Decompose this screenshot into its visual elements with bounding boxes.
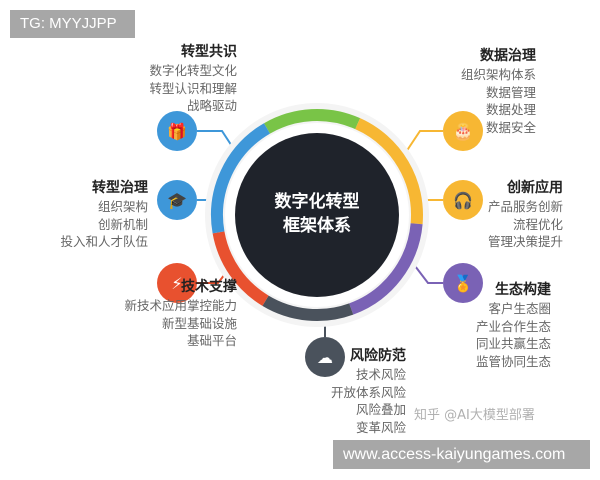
graduate-icon-glyph: 🎓 <box>167 191 187 210</box>
gift-icon-glyph: 🎁 <box>167 122 187 141</box>
section-title: 风险防范 <box>350 348 406 364</box>
section-item: 产品服务创新 <box>487 199 563 214</box>
section-consensus: 转型共识 数字化转型文化 转型认识和理解 战略驱动 <box>149 42 237 115</box>
section-title: 生态构建 <box>495 282 551 298</box>
section-item: 新技术应用掌控能力 <box>124 298 237 313</box>
ring-segment-red <box>212 231 269 306</box>
center-circle <box>235 133 399 297</box>
section-data-governance: 数据治理 组织架构体系 数据管理 数据处理 数据安全 <box>461 46 536 136</box>
section-item: 流程优化 <box>512 216 563 232</box>
section-item: 监管协同生态 <box>475 353 551 369</box>
section-title: 数据治理 <box>480 48 536 64</box>
section-item: 组织架构 <box>97 199 148 214</box>
medal-icon <box>443 263 483 303</box>
center-title-line: 数字化转型 <box>274 192 360 212</box>
section-title: 技术支撑 <box>181 279 237 295</box>
online-icon <box>305 337 345 377</box>
section-item: 变革风险 <box>355 419 406 435</box>
cake-icon-glyph: 🎂 <box>453 122 473 141</box>
center-title-line: 框架体系 <box>283 216 351 236</box>
section-item: 新型基础设施 <box>161 315 237 331</box>
section-item: 数据处理 <box>485 102 536 117</box>
ring-segment-purple <box>349 223 423 315</box>
section-item: 组织架构体系 <box>460 67 536 82</box>
section-item: 同业共赢生态 <box>475 336 551 351</box>
section-risk: 风险防范 技术风险 开放体系风险 风险叠加 变革风险 <box>331 346 406 436</box>
section-item: 产业合作生态 <box>475 318 551 334</box>
section-tech-support: 技术支撑 新技术应用掌控能力 新型基础设施 基础平台 <box>124 277 237 350</box>
section-title: 创新应用 <box>507 180 563 196</box>
section-item: 投入和人才队伍 <box>60 234 148 249</box>
section-ecosystem: 生态构建 客户生态圈 产业合作生态 同业共赢生态 监管协同生态 <box>476 280 551 370</box>
section-item: 技术风险 <box>355 367 406 382</box>
headset-icon-glyph: 🎧 <box>453 191 473 210</box>
online-icon-glyph: ☁ <box>317 348 333 367</box>
watermark: 知乎 @AI大模型部署 <box>414 408 535 423</box>
section-item: 数字化转型文化 <box>149 63 237 78</box>
bottom-url-tag[interactable]: www.access-kaiyungames.com <box>333 440 590 469</box>
top-tag: TG: MYYJJPP <box>10 10 135 38</box>
gift-icon <box>157 111 197 151</box>
section-item: 数据管理 <box>485 84 536 100</box>
headset-icon <box>443 180 483 220</box>
section-title: 转型共识 <box>181 44 237 60</box>
section-item: 战略驱动 <box>186 98 237 113</box>
section-innovation: 创新应用 产品服务创新 流程优化 管理决策提升 <box>488 178 563 251</box>
lightning-icon-glyph: ⚡ <box>171 274 182 293</box>
section-item: 转型认识和理解 <box>149 80 237 96</box>
section-item: 管理决策提升 <box>487 234 563 249</box>
ring-segment-yellow <box>355 118 423 225</box>
ring-segment-green <box>264 109 361 134</box>
lightning-icon <box>157 263 197 303</box>
section-item: 风险叠加 <box>355 402 406 417</box>
ring-segment-blue <box>211 123 271 234</box>
ring-segment-dark <box>262 295 354 321</box>
cake-icon <box>443 111 483 151</box>
medal-icon-glyph: 🏅 <box>453 274 473 293</box>
section-item: 客户生态圈 <box>488 301 551 316</box>
center-title: 数字化转型 框架体系 <box>237 190 397 238</box>
section-item: 基础平台 <box>186 333 237 348</box>
section-item: 数据安全 <box>485 119 536 135</box>
graduate-icon <box>157 180 197 220</box>
section-governance: 转型治理 组织架构 创新机制 投入和人才队伍 <box>60 178 148 251</box>
section-item: 创新机制 <box>97 216 148 232</box>
section-title: 转型治理 <box>92 180 148 196</box>
section-item: 开放体系风险 <box>330 384 406 400</box>
connector-line <box>411 261 443 284</box>
connector-line <box>401 130 443 159</box>
